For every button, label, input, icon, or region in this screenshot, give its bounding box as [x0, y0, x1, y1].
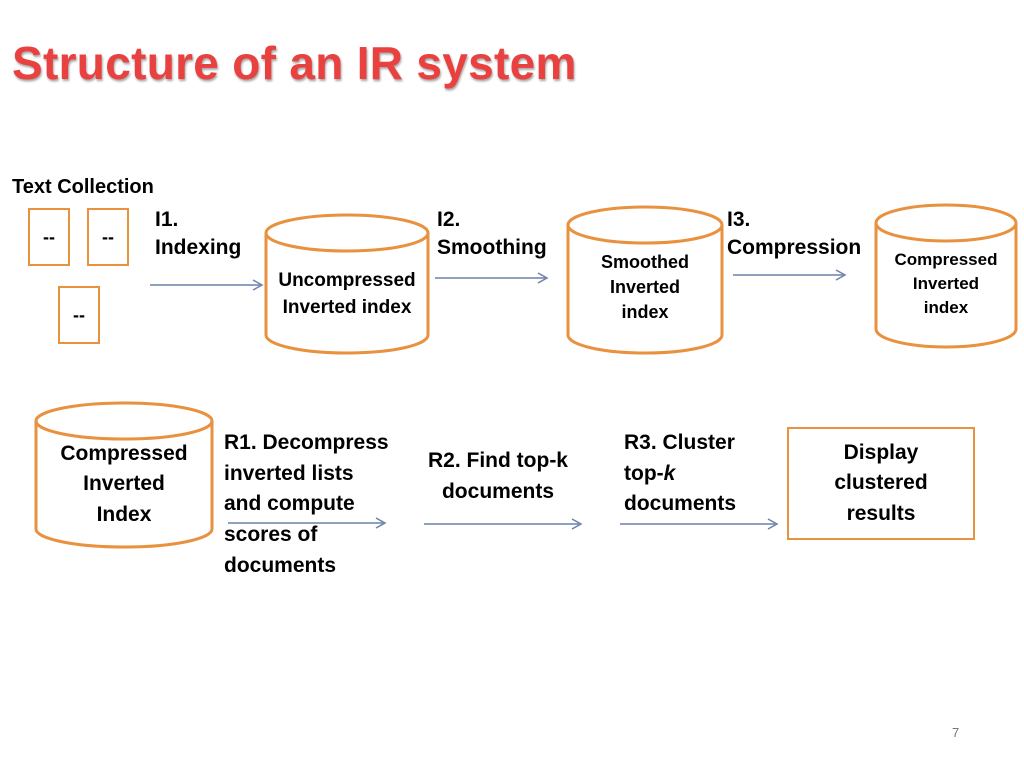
slide-title: Structure of an IR system: [12, 37, 577, 89]
arrow-r3: [620, 518, 779, 530]
step-line: documents: [624, 492, 737, 516]
step-line: documents: [224, 553, 337, 577]
step-line: inverted lists: [224, 461, 354, 485]
step-line: documents: [441, 479, 554, 503]
step-text-italic: k: [663, 461, 676, 485]
store-line: Compressed: [894, 250, 998, 269]
step-line: R2. Find top-k: [428, 449, 568, 472]
store-line: Inverted: [83, 472, 165, 496]
arrow-i2: [435, 272, 549, 284]
document-box: --: [28, 208, 70, 266]
step-line: and compute: [224, 492, 355, 516]
arrow-r1: [228, 517, 387, 529]
page-number: 7: [952, 725, 960, 740]
step-line: top-k: [624, 459, 736, 490]
store-line: Inverted: [912, 273, 980, 293]
step-i2-label: I2. Smoothing: [437, 206, 547, 263]
step-i3-label: I3. Compression: [727, 206, 861, 263]
step-i1-label: I1. Indexing: [155, 206, 241, 263]
document-box: --: [58, 286, 100, 344]
step-number: I3.: [727, 208, 751, 231]
store-line: Compressed: [60, 442, 188, 465]
step-name: Smoothing: [437, 236, 547, 260]
arrow-i3: [733, 269, 847, 281]
step-r2-label: R2. Find top-k documents: [428, 446, 568, 507]
step-line: scores of: [224, 522, 318, 546]
arrow-r2: [424, 518, 583, 530]
text-collection-label: Text Collection: [12, 176, 154, 198]
result-line: clustered: [834, 471, 928, 495]
result-line: results: [846, 501, 916, 525]
document-glyph: --: [73, 304, 85, 325]
store-line: Smoothed: [601, 252, 689, 272]
compressed-index-source-cylinder: Compressed Inverted Index: [34, 401, 214, 549]
compressed-index-cylinder: Compressed Inverted index: [874, 203, 1018, 349]
store-line: Uncompressed: [278, 270, 416, 291]
store-line: Inverted index: [282, 296, 412, 318]
store-line: index: [923, 297, 969, 317]
document-glyph: --: [43, 226, 55, 247]
step-name: Compression: [727, 236, 862, 260]
step-line: R3. Cluster: [624, 431, 735, 454]
result-line: Display: [843, 440, 919, 464]
step-line: R1. Decompress: [224, 431, 389, 454]
step-number: I2.: [437, 208, 461, 231]
display-results-box: Display clustered results: [787, 427, 975, 540]
document-box: --: [87, 208, 129, 266]
step-r1-label: R1. Decompress inverted lists and comput…: [224, 428, 389, 581]
store-line: Index: [96, 502, 152, 526]
step-number: I1.: [155, 208, 179, 231]
step-text: top-: [624, 461, 664, 485]
arrow-i1: [150, 279, 264, 291]
document-glyph: --: [102, 226, 114, 247]
smoothed-index-cylinder: Smoothed Inverted index: [566, 205, 724, 355]
store-line: Inverted: [609, 277, 681, 298]
step-r3-label: R3. Cluster top-k documents: [624, 428, 736, 520]
store-line: index: [621, 302, 669, 323]
uncompressed-index-cylinder: Uncompressed Inverted index: [264, 213, 430, 355]
step-name: Indexing: [155, 236, 242, 260]
